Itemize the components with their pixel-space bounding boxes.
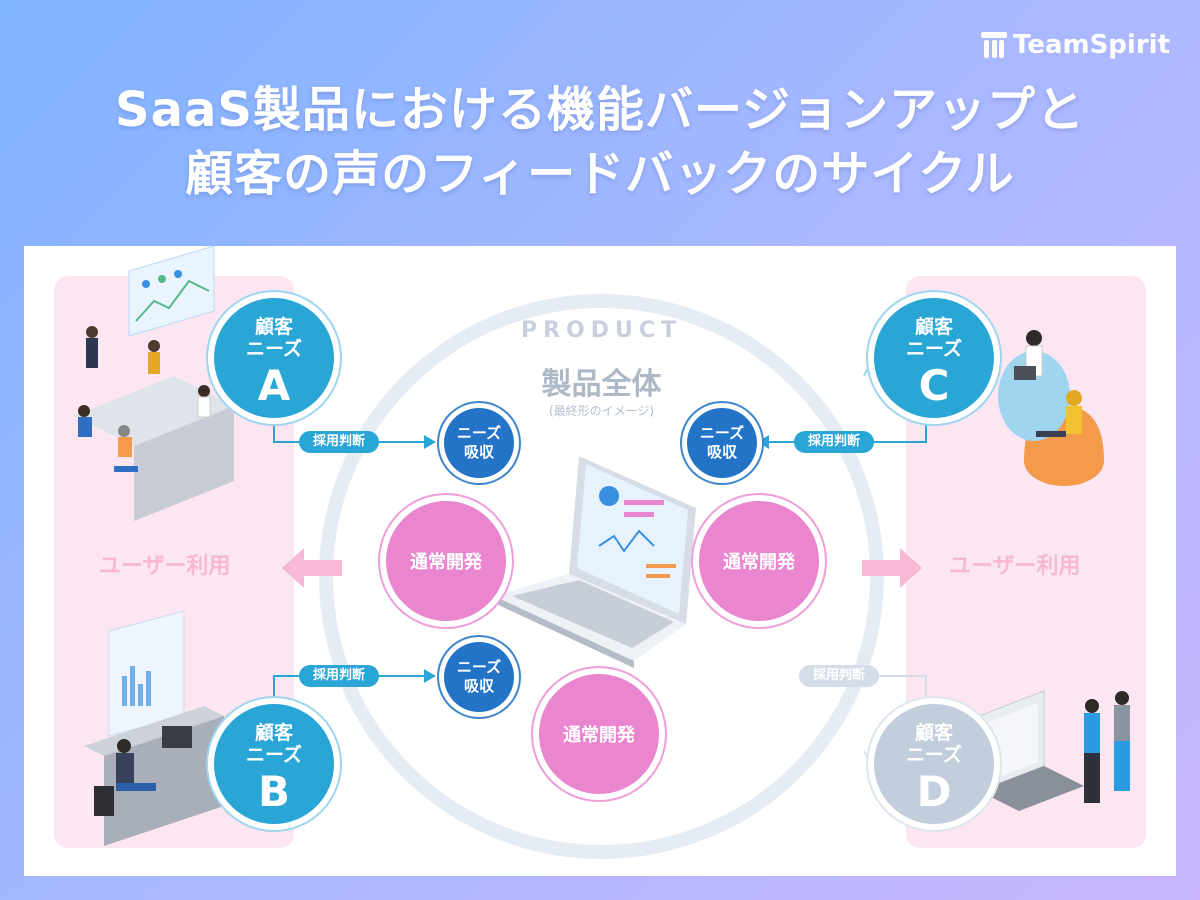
absorb-c-line2: 吸収 [706,443,737,461]
needs-a-letter: A [257,361,291,410]
diagram-panel: PRODUCT 製品全体 (最終形のイメージ) ユーザー利用 ユーザー利用 顧客… [24,246,1176,876]
needs-c-letter: C [918,361,950,410]
normal-dev-left: 通常開発 [386,501,506,621]
needs-b-line2: ニーズ [245,744,303,766]
customer-needs-c: 顧客ニーズ C [874,298,994,418]
product-main-label: 製品全体 [541,367,662,402]
absorb-c-line1: ニーズ [699,424,745,442]
adopt-decision-a: 採用判断 [299,431,380,453]
needs-d-letter: D [916,767,952,816]
absorb-a-line1: ニーズ [456,424,502,442]
arrow-right-icon [862,548,922,588]
office-illustration-a [74,246,234,521]
meeting-illustration-d [978,690,1130,811]
needs-b-line1: 顧客 [254,722,293,744]
absorb-a-line2: 吸収 [463,443,494,461]
needs-a-line1: 顧客 [254,316,293,338]
needs-b-letter: B [257,767,290,816]
needs-a-line2: ニーズ [245,338,303,360]
needs-d-line2: ニーズ [905,744,963,766]
absorb-b-line1: ニーズ [456,658,502,676]
customer-needs-b: 顧客ニーズ B [214,704,334,824]
lounge-illustration-c [998,330,1104,486]
title-line-2: 顧客の声のフィードバックのサイクル [185,146,1015,202]
brand-name: TeamSpirit [1013,30,1170,60]
arrow-left-icon [282,548,342,588]
customer-needs-d: 顧客ニーズ D [874,704,994,824]
needs-absorb-a: ニーズ 吸収 [444,408,514,478]
product-sub-label: (最終形のイメージ) [548,404,655,418]
needs-absorb-c: ニーズ 吸収 [687,408,757,478]
normal-dev-right: 通常開発 [699,501,819,621]
office-illustration-b [84,610,224,846]
customer-needs-a: 顧客ニーズ A [214,298,334,418]
brand-logo: TeamSpirit [981,30,1170,60]
page-title: SaaS製品における機能バージョンアップと 顧客の声のフィードバックのサイクル [0,78,1200,206]
teamspirit-logo-icon [981,32,1008,58]
product-label: PRODUCT [520,318,683,343]
normal-dev-bottom: 通常開発 [539,674,659,794]
adopt-decision-c: 採用判断 [794,431,875,453]
needs-absorb-b: ニーズ 吸収 [444,642,514,712]
laptop-illustration [494,456,696,668]
needs-d-line1: 顧客 [914,722,953,744]
adopt-decision-b: 採用判断 [299,665,380,687]
user-use-right: ユーザー利用 [949,554,1081,579]
adopt-decision-d: 採用判断 [799,665,880,687]
absorb-b-line2: 吸収 [463,677,494,695]
user-use-left: ユーザー利用 [99,554,231,579]
needs-c-line1: 顧客 [914,316,953,338]
needs-c-line2: ニーズ [905,338,963,360]
title-line-1: SaaS製品における機能バージョンアップと [115,82,1085,138]
